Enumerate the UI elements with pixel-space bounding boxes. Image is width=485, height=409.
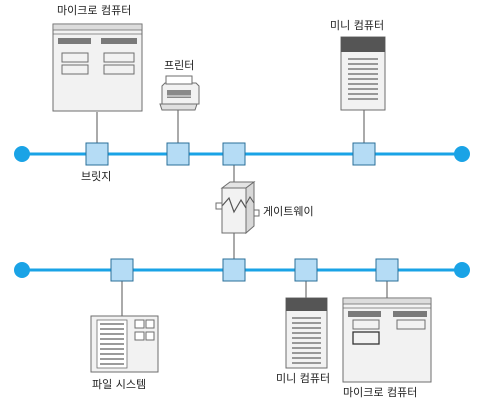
label-micro-computer-bottom: 마이크로 컴퓨터 [343,386,418,399]
printer-device [159,75,200,111]
label-file-system: 파일 시스템 [92,378,147,391]
label-bridge: 브릿지 [81,170,112,183]
bottom-bus-right-terminator [454,262,470,278]
node-mini-top [352,142,376,166]
top-bus-right-terminator [454,146,470,162]
micro-computer-top [52,23,143,112]
label-micro-computer-top: 마이크로 컴퓨터 [57,4,132,17]
node-printer [166,142,190,166]
gateway-device [215,181,260,235]
top-bus-left-terminator [14,146,30,162]
node-gateway-bottom [222,258,246,282]
label-printer: 프린터 [164,59,195,72]
node-micro-bottom [375,258,399,282]
mini-computer-top [340,36,386,111]
micro-computer-bottom [342,297,432,383]
file-system-device [90,315,159,373]
mini-computer-bottom [285,297,328,369]
node-gateway-top [222,142,246,166]
network-nodes [85,142,399,282]
label-mini-computer-top: 미니 컴퓨터 [330,19,385,32]
node-bridge [85,142,109,166]
node-mini-bottom [294,258,318,282]
label-gateway: 게이트웨이 [263,205,314,218]
bottom-bus-left-terminator [14,262,30,278]
node-filesystem [110,258,134,282]
label-mini-computer-bottom: 미니 컴퓨터 [276,372,331,385]
